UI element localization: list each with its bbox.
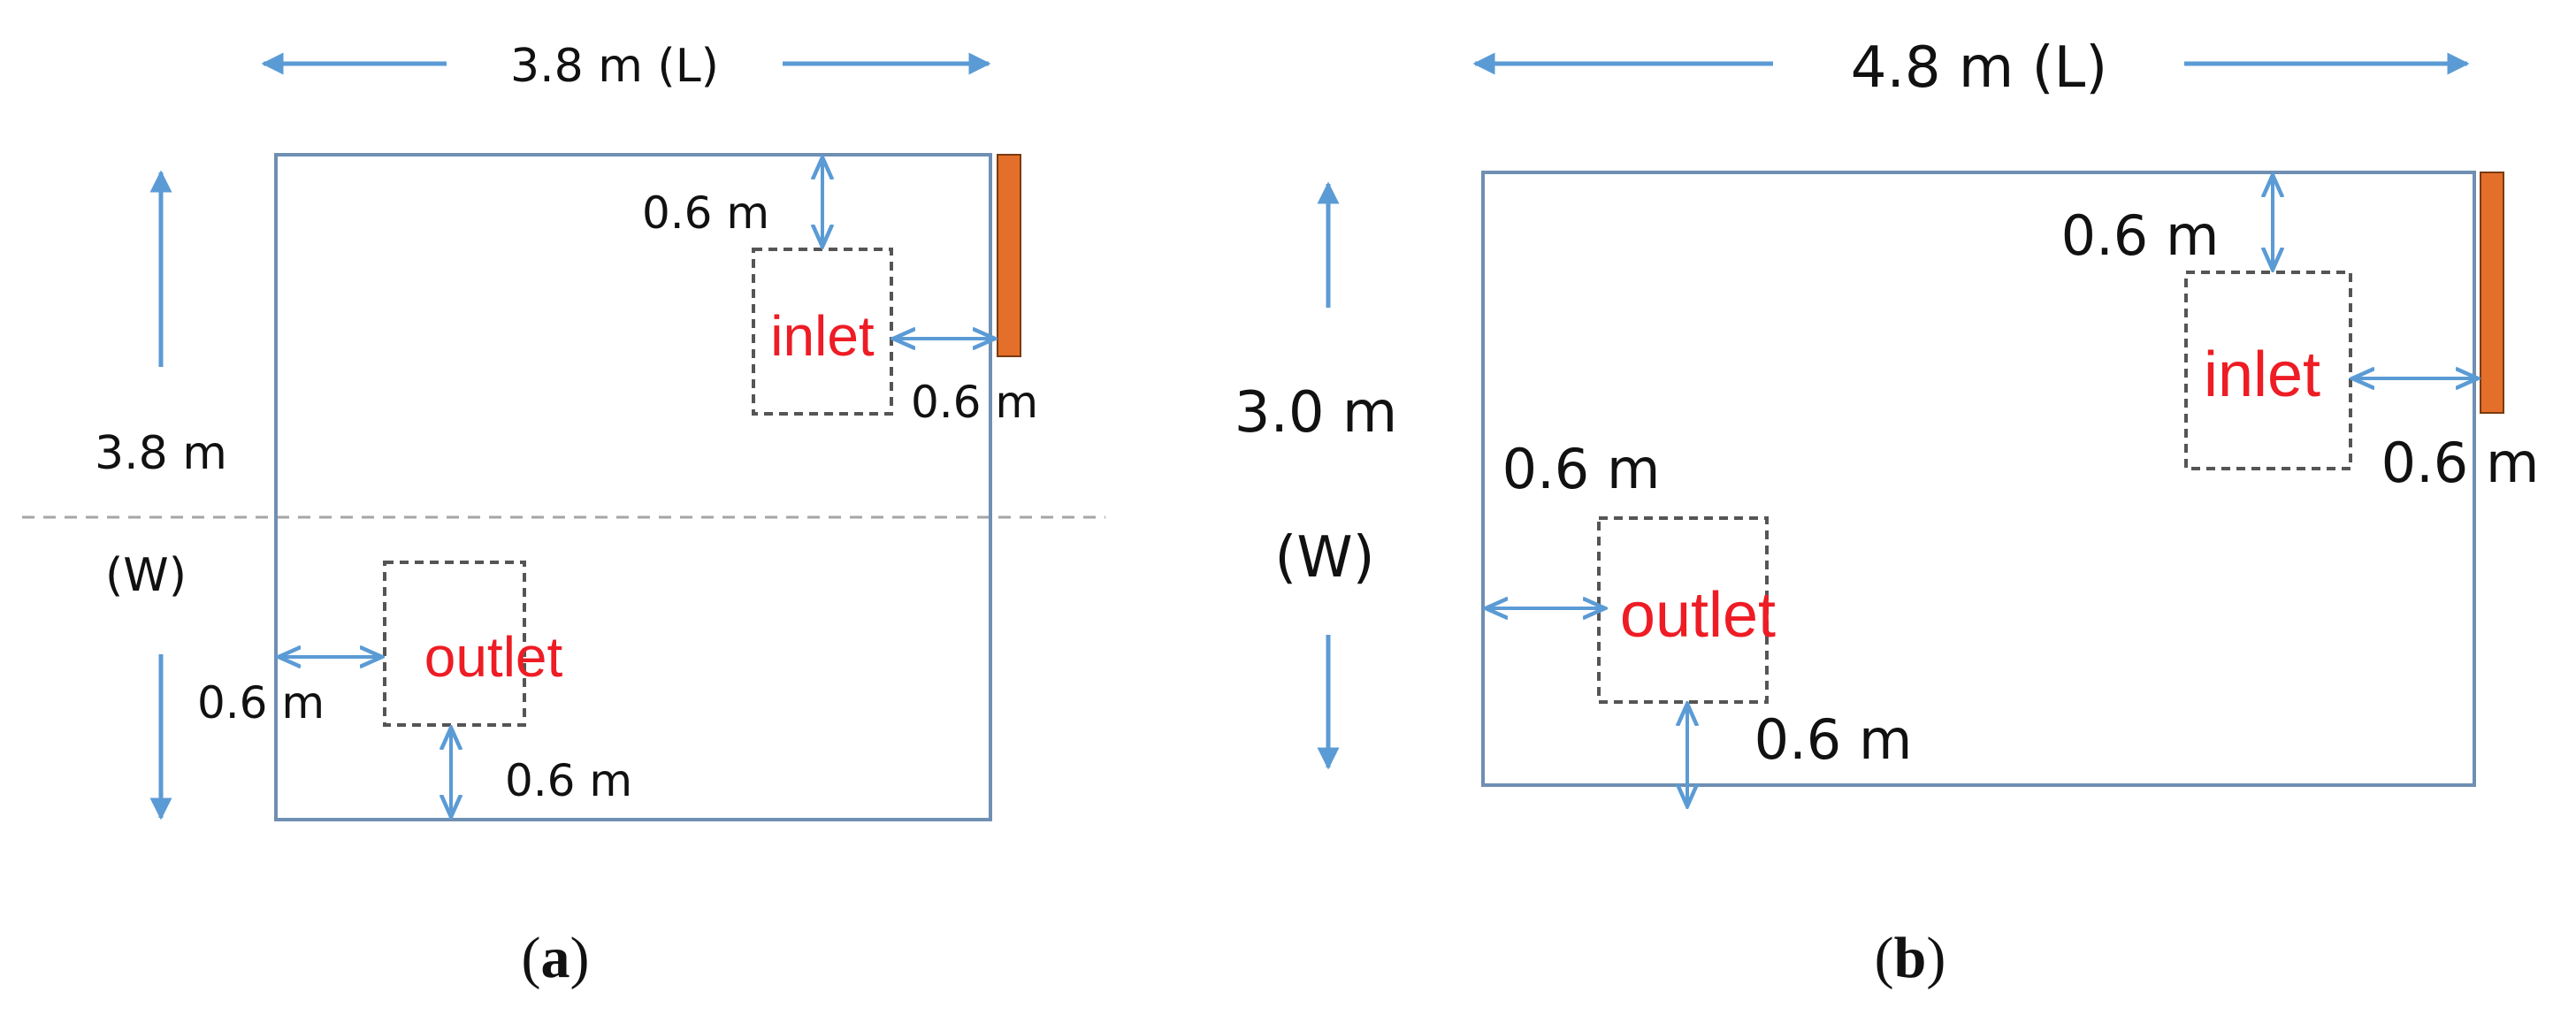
- panel-b-heater-bar: [2480, 172, 2504, 414]
- panel-b-outlet-bottom-gap-label: 0.6 m: [1754, 707, 1913, 772]
- panel-b-width-unit: (W): [1274, 525, 1374, 591]
- panel-a-outlet-side-gap-label: 0.6 m: [197, 677, 325, 729]
- panel-a-inlet-zone: [752, 248, 893, 416]
- panel-b-inlet-top-gap-label: 0.6 m: [2061, 203, 2220, 268]
- panel-a-inlet-top-gap-label: 0.6 m: [642, 187, 769, 239]
- panel-a-room-outline: [274, 153, 992, 821]
- panel-a-width-value: 3.8 m: [95, 427, 227, 480]
- panel-b-outlet-label: outlet: [1620, 580, 1776, 651]
- panel-b-outlet-side-gap-label: 0.6 m: [1502, 437, 1661, 501]
- panel-b-length-label: 4.8 m (L): [1851, 35, 2107, 101]
- panel-b-caption: (b): [1875, 926, 1946, 990]
- panel-a-inlet-label: inlet: [770, 304, 875, 368]
- panel-a: 3.8 m (L) 3.8 m (W) inlet 0.6 m 0.6 m ou…: [22, 40, 1105, 990]
- panel-a-outlet-bottom-gap-label: 0.6 m: [505, 755, 632, 806]
- panel-a-width-unit: (W): [105, 549, 187, 602]
- panel-a-outlet-label: outlet: [424, 625, 563, 689]
- panel-a-caption: (a): [522, 926, 590, 990]
- panel-a-heater-bar: [997, 154, 1021, 357]
- panel-a-inlet-side-gap-label: 0.6 m: [911, 377, 1038, 428]
- panel-b-room-outline: [1481, 171, 2476, 787]
- panel-b-inlet-label: inlet: [2204, 340, 2320, 410]
- panel-b-inlet-side-gap-label: 0.6 m: [2381, 431, 2540, 495]
- panel-b-width-value: 3.0 m: [1234, 380, 1397, 446]
- panel-a-length-label: 3.8 m (L): [510, 40, 719, 93]
- panel-b: 4.8 m (L) 3.0 m (W) inlet 0.6 m 0.6 m ou…: [1234, 35, 2540, 990]
